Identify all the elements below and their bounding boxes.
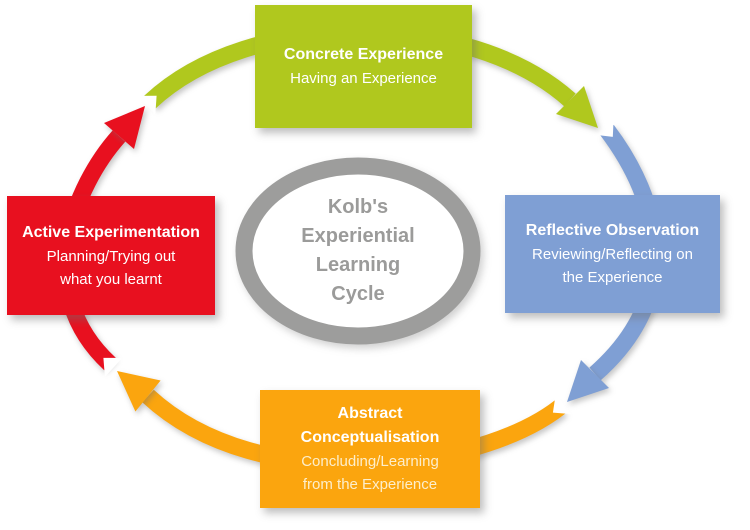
- node-reflective-observation: Reflective Observation Reviewing/Reflect…: [505, 195, 720, 313]
- node-concrete-experience: Concrete Experience Having an Experience: [255, 5, 472, 128]
- arrowhead-active-to-concrete: [104, 106, 145, 149]
- node-title: Concrete Experience: [283, 46, 444, 63]
- cycle-title: Kolb's Experiential Learning Cycle: [301, 196, 415, 305]
- arrowhead-concrete-to-reflective: [556, 86, 598, 128]
- arrow-tail-notch-red: [103, 357, 123, 377]
- arrowhead-abstract-to-active: [117, 371, 161, 412]
- arrow-tail-notch-green: [137, 95, 157, 115]
- node-title: Reflective Observation: [525, 222, 700, 239]
- arrowhead-reflective-to-abstract: [567, 360, 609, 402]
- node-subtitle: Planning/Trying out what you learnt: [46, 247, 176, 288]
- arrow-tail-notch-orange: [552, 393, 572, 415]
- node-subtitle: Having an Experience: [290, 70, 437, 87]
- node-title: Abstract Conceptualisation: [300, 405, 440, 446]
- node-subtitle: Concluding/Learning from the Experience: [301, 453, 439, 493]
- center-ellipse-ring: [235, 157, 481, 345]
- node-title: Active Experimentation: [22, 223, 200, 241]
- node-abstract-conceptualisation: Abstract Conceptualisation Concluding/Le…: [260, 390, 480, 508]
- arrow-tail-notch-blue: [593, 117, 614, 137]
- node-active-experimentation: Active Experimentation Planning/Trying o…: [7, 196, 215, 315]
- node-subtitle: Reviewing/Reflecting on the Experience: [532, 246, 693, 286]
